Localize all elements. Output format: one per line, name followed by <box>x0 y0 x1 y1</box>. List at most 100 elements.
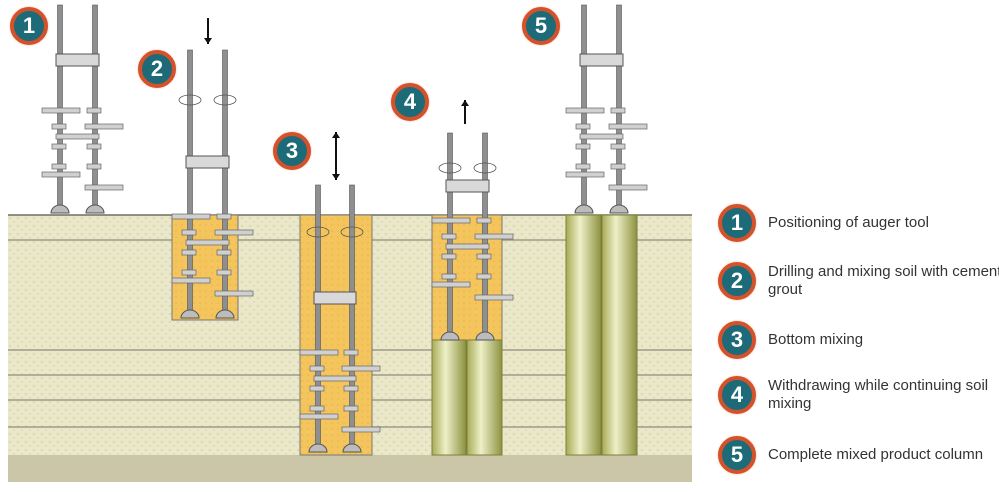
mixing-paddle <box>575 143 591 150</box>
diagram-badge-5: 5 <box>522 7 560 45</box>
mixing-paddle <box>185 239 230 246</box>
mixed-column <box>565 214 602 456</box>
mixing-paddle <box>216 213 232 220</box>
mixing-paddle <box>610 163 626 170</box>
mixing-paddle <box>84 184 124 191</box>
auger-bit <box>85 204 105 214</box>
auger-bit <box>180 309 200 319</box>
mixing-paddle <box>41 171 81 178</box>
bedrock <box>8 455 692 482</box>
mixing-paddle <box>51 163 67 170</box>
mixing-paddle <box>565 107 605 114</box>
down-arrow-icon-head <box>204 38 212 44</box>
mixing-paddle <box>214 229 254 236</box>
auger-bit <box>475 331 495 341</box>
auger-rod <box>349 184 355 453</box>
mixing-paddle <box>341 365 381 372</box>
augers <box>41 4 648 453</box>
legend-label: Drilling and mixing soil with cement gro… <box>768 263 999 298</box>
mixing-paddle <box>181 229 197 236</box>
diagram-badge-1: 1 <box>10 7 48 45</box>
rotation-icon <box>306 226 330 238</box>
rotation-icon <box>473 162 497 174</box>
mixing-paddle <box>84 123 124 130</box>
mixing-paddle <box>474 233 514 240</box>
mixed-column <box>466 339 503 456</box>
legend-label: Positioning of auger tool <box>768 214 929 231</box>
auger-bit <box>574 204 594 214</box>
mixing-paddle <box>51 123 67 130</box>
mixing-paddle <box>86 143 102 150</box>
mixing-paddle <box>216 269 232 276</box>
mixed-column <box>431 339 467 456</box>
mixing-paddle <box>474 294 514 301</box>
mixing-paddle <box>171 213 211 220</box>
step-badge-5: 5 <box>718 436 756 474</box>
step-badge-2: 2 <box>718 262 756 300</box>
mixed-column <box>601 214 638 456</box>
mixing-paddle <box>431 281 471 288</box>
mixing-paddle <box>575 123 591 130</box>
mixing-paddle <box>610 143 626 150</box>
rotation-icon <box>213 94 237 106</box>
auger-clamp <box>55 53 100 67</box>
mixing-paddle <box>476 217 492 224</box>
auger-bit <box>50 204 70 214</box>
legend-item-5: 5 Complete mixed product column <box>718 436 999 474</box>
legend-item-4: 4 Withdrawing while continuing soil mixi… <box>718 376 999 414</box>
auger-bit <box>308 443 328 453</box>
up-down-arrow-icon-head <box>332 132 340 138</box>
step-badge-1: 1 <box>718 204 756 242</box>
mixing-paddle <box>445 243 490 250</box>
mixing-paddle <box>55 133 100 140</box>
mixing-paddle <box>610 107 626 114</box>
mixing-paddle <box>565 171 605 178</box>
diagram-badge-2: 2 <box>138 50 176 88</box>
mixing-paddle <box>51 143 67 150</box>
mixing-paddle <box>608 123 648 130</box>
auger-clamp <box>313 291 357 305</box>
auger-clamp <box>445 179 490 193</box>
soil-mixing-diagram <box>8 4 692 482</box>
mixing-paddle <box>343 349 359 356</box>
mixing-paddle <box>575 163 591 170</box>
legend-label: Bottom mixing <box>768 331 864 348</box>
mixing-paddle <box>41 107 81 114</box>
mixing-paddle <box>343 405 359 412</box>
mixing-paddle <box>476 273 492 280</box>
step-badge-4: 4 <box>718 376 756 414</box>
mixing-paddle <box>171 277 211 284</box>
mixing-paddle <box>341 426 381 433</box>
diagram-badge-4: 4 <box>391 83 429 121</box>
step-badge-3: 3 <box>718 321 756 359</box>
mixing-paddle <box>216 249 232 256</box>
mixing-paddle <box>313 375 357 382</box>
mixing-paddle <box>476 253 492 260</box>
mixing-paddle <box>181 249 197 256</box>
mixing-paddle <box>309 385 325 392</box>
rotation-icon <box>438 162 462 174</box>
mixing-paddle <box>299 349 339 356</box>
mixing-paddle <box>441 233 457 240</box>
mixing-paddle <box>86 107 102 114</box>
up-arrow-icon-head <box>461 100 469 106</box>
mixing-paddle <box>343 385 359 392</box>
mixing-paddle <box>181 269 197 276</box>
up-down-arrow-icon-head <box>332 174 340 180</box>
mixing-paddle <box>431 217 471 224</box>
mixing-paddle <box>608 184 648 191</box>
mixing-paddle <box>299 413 339 420</box>
mixing-paddle <box>309 365 325 372</box>
auger-bit <box>440 331 460 341</box>
auger-bit <box>609 204 629 214</box>
legend-item-3: 3 Bottom mixing <box>718 321 999 359</box>
auger-bit <box>215 309 235 319</box>
auger-clamp <box>579 53 624 67</box>
rotation-icon <box>340 226 364 238</box>
mixing-paddle <box>441 253 457 260</box>
legend-item-2: 2 Drilling and mixing soil with cement g… <box>718 262 999 300</box>
mixing-paddle <box>86 163 102 170</box>
auger-rod <box>315 184 321 453</box>
mixing-paddle <box>441 273 457 280</box>
mixing-paddle <box>309 405 325 412</box>
